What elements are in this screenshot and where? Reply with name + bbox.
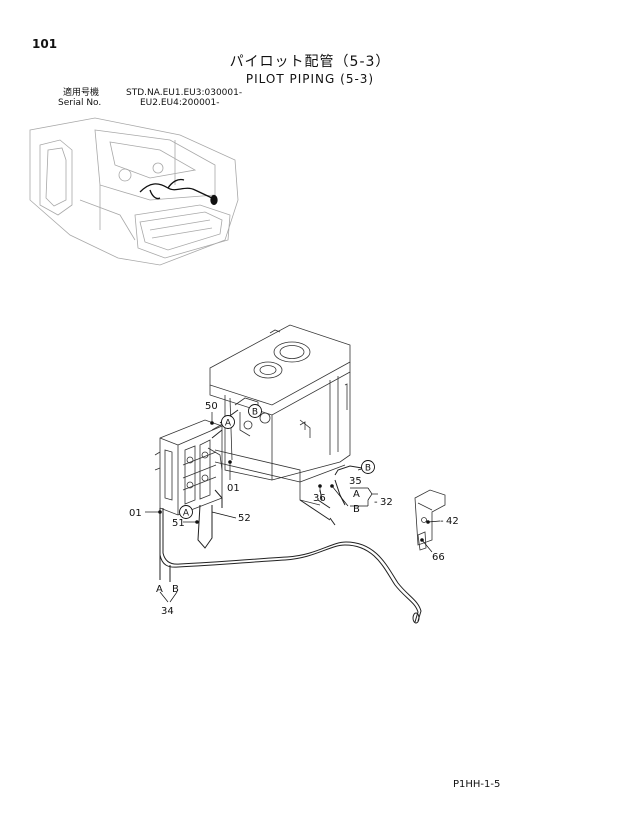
callout-34-a: A bbox=[156, 584, 163, 595]
callout-66: 66 bbox=[432, 552, 445, 563]
connection-a-upper: A bbox=[221, 415, 235, 429]
hydraulic-tank-assembly bbox=[209, 324, 351, 506]
applicability-line-1: STD.NA.EU1.EU3:030001- bbox=[126, 88, 243, 98]
fitting-dots bbox=[158, 421, 430, 542]
callout-36: 36 bbox=[313, 493, 326, 504]
applicability-label-en: Serial No. bbox=[58, 98, 102, 108]
callout-32-b: B bbox=[353, 504, 360, 515]
switch-bracket bbox=[414, 489, 446, 551]
callout-34: 34 bbox=[161, 606, 174, 617]
callout-42-prefix: - bbox=[440, 516, 444, 527]
callout-32-a: A bbox=[353, 489, 360, 500]
connection-a-lower-label: A bbox=[183, 509, 190, 519]
connection-b-upper-label: B bbox=[252, 408, 258, 418]
title-japanese: パイロット配管（5-3） bbox=[229, 54, 391, 70]
callout-50: 50 bbox=[205, 401, 218, 412]
control-valve-block bbox=[154, 419, 233, 516]
callout-42: 42 bbox=[446, 516, 459, 527]
connection-b-right-label: B bbox=[365, 464, 371, 474]
applicability-label-jp: 適用号機 bbox=[63, 88, 100, 98]
sheet-code: P1HH-1-5 bbox=[453, 779, 501, 790]
page-number: 101 bbox=[32, 37, 58, 51]
callout-35: 35 bbox=[349, 476, 362, 487]
callout-52: 52 bbox=[238, 513, 251, 524]
machine-overview-thumbnail bbox=[29, 117, 239, 266]
applicability-line-2: EU2.EU4:200001- bbox=[140, 98, 220, 108]
connection-b-upper: B bbox=[248, 404, 262, 418]
connection-a-lower: A bbox=[179, 505, 193, 519]
title-english: PILOT PIPING (5-3) bbox=[245, 72, 375, 86]
overview-pipe-highlight bbox=[139, 178, 218, 206]
callout-01-upper: 01 bbox=[227, 483, 240, 494]
callout-32-prefix: - bbox=[374, 497, 378, 508]
callout-32: 32 bbox=[380, 497, 393, 508]
connection-a-upper-label: A bbox=[225, 419, 232, 429]
callout-34-b: B bbox=[172, 584, 179, 595]
callout-51: 51 bbox=[172, 518, 185, 529]
connection-b-right: B bbox=[361, 460, 375, 474]
pilot-hoses bbox=[159, 409, 422, 624]
callout-01-left: 01 bbox=[129, 508, 142, 519]
